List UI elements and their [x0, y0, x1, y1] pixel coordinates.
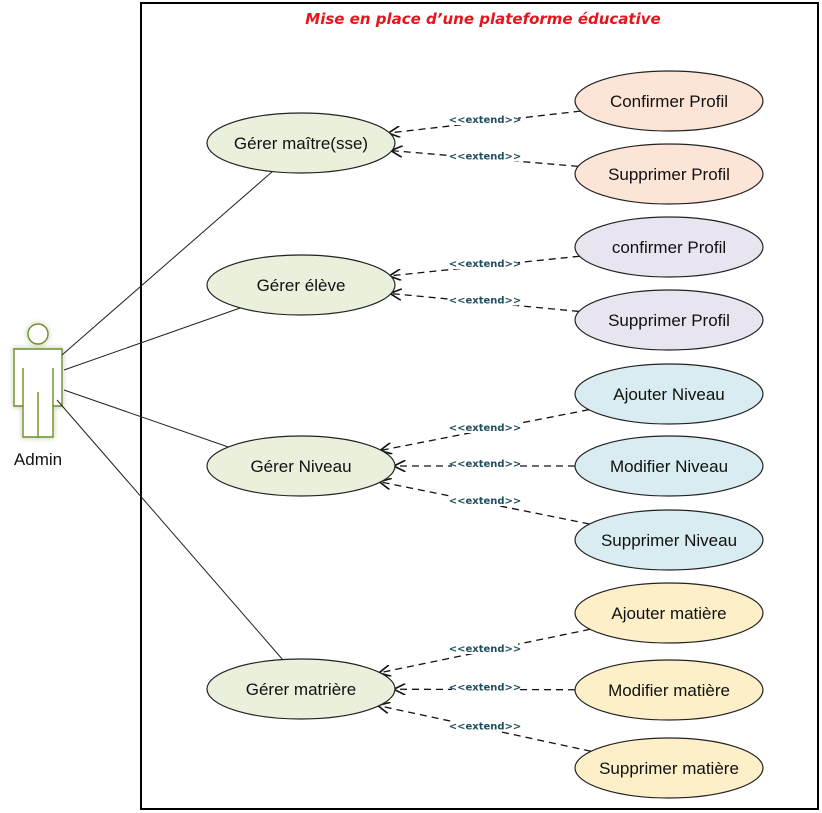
extend-label-bg — [452, 458, 518, 469]
use-case-ext_supprimer_eleve[interactable]: Supprimer Profil — [574, 289, 764, 351]
extend-label: <<extend>> — [449, 459, 522, 470]
association-uc_matiere — [56, 399, 284, 661]
actor-label: Admin — [14, 450, 62, 469]
use-case-label: Supprimer Profil — [608, 165, 730, 184]
use-case-ext_confirmer_maitre[interactable]: Confirmer Profil — [574, 70, 764, 132]
actor-admin — [13, 323, 63, 438]
extend-label-bg — [452, 643, 518, 654]
use-case-ellipse — [574, 143, 764, 205]
association-uc_niveau — [63, 389, 238, 451]
extend-label: <<extend>> — [449, 644, 522, 655]
associations — [56, 170, 284, 661]
extend-label: <<extend>> — [449, 152, 522, 163]
use-case-label: confirmer Profil — [612, 238, 726, 257]
use-case-ellipse — [206, 435, 396, 497]
use-case-label: Ajouter Niveau — [613, 385, 725, 404]
extend-label-bg — [452, 495, 518, 506]
use-case-ellipse — [574, 509, 764, 571]
use-case-ext_ajouter_niveau[interactable]: Ajouter Niveau — [574, 363, 764, 425]
use-case-ellipse — [574, 582, 764, 644]
use-case-ellipse — [206, 658, 396, 720]
use-case-ext_ajouter_matiere[interactable]: Ajouter matière — [574, 582, 764, 644]
use-case-ext_modifier_matiere[interactable]: Modifier matière — [574, 659, 764, 721]
extend-label-bg — [452, 114, 518, 125]
extend-label-bg — [452, 422, 518, 433]
use-case-label: Ajouter matière — [611, 604, 726, 623]
extend-label: <<extend>> — [449, 496, 522, 507]
use-case-uc_maitre[interactable]: Gérer maître(sse) — [206, 112, 396, 174]
use-case-ellipse — [574, 289, 764, 351]
extend-relations: <<extend>> <<extend>> <<extend>> <<extend>>… — [379, 110, 592, 752]
use-case-ellipse — [574, 216, 764, 278]
use-case-uc_matiere[interactable]: Gérer matrière — [206, 658, 396, 720]
use-case-ext_supprimer_niveau[interactable]: Supprimer Niveau — [574, 509, 764, 571]
extend-line-ext_confirmer_eleve — [390, 255, 580, 276]
use-case-ext_supprimer_maitre[interactable]: Supprimer Profil — [574, 143, 764, 205]
use-case-ellipse — [574, 70, 764, 132]
use-case-label: Modifier Niveau — [610, 457, 728, 476]
extend-label-bg — [452, 681, 518, 693]
use-case-ext_modifier_niveau[interactable]: Modifier Niveau — [574, 435, 764, 497]
extend-label-bg — [452, 720, 518, 732]
use-case-uc_niveau[interactable]: Gérer Niveau — [206, 435, 396, 497]
extend-label-bg — [452, 294, 518, 306]
use-case-label: Gérer Niveau — [250, 457, 351, 476]
use-case-ellipse — [206, 112, 396, 174]
extend-label: <<extend>> — [449, 296, 522, 307]
use-case-label: Confirmer Profil — [610, 92, 728, 111]
extend-label: <<extend>> — [449, 683, 522, 694]
use-case-ellipse — [574, 659, 764, 721]
stick-figure-actor-icon — [13, 323, 63, 438]
use-case-label: Supprimer Niveau — [601, 531, 737, 550]
use-case-ellipse — [574, 363, 764, 425]
association-uc_eleve — [63, 306, 244, 371]
use-case-label: Modifier matière — [608, 681, 730, 700]
extend-label-bg — [452, 258, 518, 269]
extend-label: <<extend>> — [449, 115, 522, 126]
extend-label: <<extend>> — [449, 423, 522, 434]
use-case-uc_eleve[interactable]: Gérer élève — [206, 254, 396, 316]
use-case-label: Gérer élève — [257, 276, 346, 295]
use-case-ellipse — [574, 435, 764, 497]
use-case-ellipse — [574, 737, 764, 799]
extend-label-bg — [452, 150, 518, 162]
extend-label: <<extend>> — [449, 722, 522, 733]
use-case-label: Gérer matrière — [246, 680, 357, 699]
use-case-ellipse — [206, 254, 396, 316]
use-case-label: Supprimer Profil — [608, 311, 730, 330]
extend-line-ext_supprimer_eleve — [391, 294, 579, 313]
use-case-ext_supprimer_matiere[interactable]: Supprimer matière — [574, 737, 764, 799]
system-title: Mise en place d’une plateforme éducative — [305, 10, 660, 28]
use-case-label: Gérer maître(sse) — [234, 134, 368, 153]
extend-label: <<extend>> — [449, 259, 522, 270]
use-case-ext_confirmer_eleve[interactable]: confirmer Profil — [574, 216, 764, 278]
use-case-label: Supprimer matière — [599, 759, 739, 778]
association-uc_maitre — [61, 170, 274, 356]
